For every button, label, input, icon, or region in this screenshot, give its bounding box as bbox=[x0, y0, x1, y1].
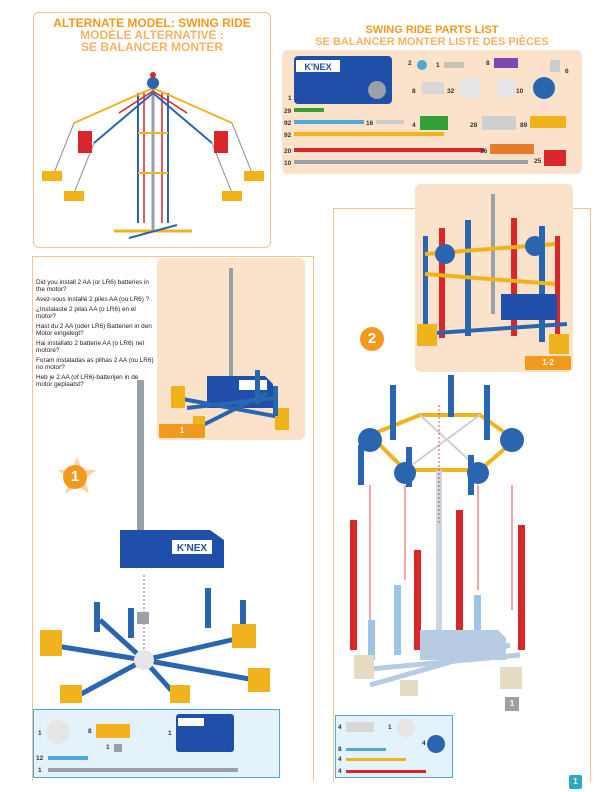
step1-parts-qty: 1 bbox=[106, 744, 110, 751]
battery-question-it: Hai installato 2 batterie AA (o LR6) nel… bbox=[36, 340, 156, 354]
step2-parts-qty: 8 bbox=[338, 746, 342, 753]
step2-parts-qty: 4 bbox=[338, 724, 342, 731]
parts-list-illustration: K'NEX bbox=[282, 50, 582, 174]
parts-qty: 16 bbox=[480, 148, 487, 155]
step2-inset: 1-2 bbox=[415, 184, 573, 372]
parts-qty: 8 bbox=[486, 60, 490, 67]
parts-qty: 8 bbox=[412, 88, 416, 95]
parts-qty: 92 bbox=[284, 120, 291, 127]
battery-question: Did you install 2 AA (or LR6) batteries … bbox=[36, 279, 156, 391]
parts-list-title-en: SWING RIDE PARTS LIST bbox=[282, 24, 582, 36]
step2-frame-edge bbox=[578, 208, 591, 782]
step1-parts-illustration bbox=[34, 710, 281, 779]
step1-parts-qty: 8 bbox=[88, 728, 92, 735]
parts-list-panel: K'NEX 1 2 1 8 6 8 32 10 29 92 16 4 28 89… bbox=[282, 50, 582, 174]
parts-qty: 28 bbox=[470, 122, 477, 129]
step2-inset-illustration bbox=[415, 184, 573, 372]
parts-qty: 1 bbox=[436, 62, 440, 69]
parts-qty: 32 bbox=[447, 88, 454, 95]
battery-question-en: Did you install 2 AA (or LR6) batteries … bbox=[36, 279, 156, 293]
step1-motor-brand: K'NEX bbox=[177, 543, 207, 554]
alternate-model-panel: ALTERNATE MODEL: SWING RIDE MODÈLE ALTER… bbox=[33, 12, 271, 248]
battery-question-pt: Foram instaladas as pilhas 2 AA (ou LR6)… bbox=[36, 357, 156, 371]
step2-parts-qty: 4 bbox=[338, 756, 342, 763]
battery-question-fr: Avez-vous installé 2 piles AA (ou LR6) ? bbox=[36, 296, 156, 303]
step1-callout: 1 bbox=[128, 622, 132, 629]
parts-qty: 92 bbox=[284, 132, 291, 139]
parts-qty: 6 bbox=[565, 68, 569, 75]
battery-question-es: ¿Instalaste 2 pilas AA (o LR6) en el mot… bbox=[36, 306, 156, 320]
step1-main-illustration: K'NEX bbox=[40, 380, 300, 705]
battery-question-de: Hast du 2 AA (oder LR6) Batterien in den… bbox=[36, 323, 156, 337]
step1-frame-edge bbox=[306, 256, 314, 781]
step2-parts-box: 4 1 4 8 4 4 bbox=[335, 715, 453, 778]
step2-inset-tag: 1-2 bbox=[525, 356, 571, 370]
parts-list-title: SWING RIDE PARTS LIST SE BALANCER MONTER… bbox=[282, 24, 582, 48]
step2-parts-qty: 4 bbox=[422, 740, 426, 747]
step2-parts-qty: 1 bbox=[388, 724, 392, 731]
step2-number: 2 bbox=[360, 327, 384, 351]
page-number: 1 bbox=[569, 775, 582, 789]
parts-qty: 10 bbox=[284, 160, 291, 167]
step1-parts-qty: 1 bbox=[38, 730, 42, 737]
step2-parts-illustration bbox=[336, 716, 454, 779]
parts-qty: 10 bbox=[516, 88, 523, 95]
parts-list-title-fr: SE BALANCER MONTER LISTE DES PIÈCES bbox=[282, 36, 582, 48]
parts-qty: 4 bbox=[412, 122, 416, 129]
parts-qty: 25 bbox=[534, 158, 541, 165]
parts-qty: 20 bbox=[284, 148, 291, 155]
parts-motor-brand: K'NEX bbox=[304, 62, 331, 72]
step1-parts-qty: 1 bbox=[168, 730, 172, 737]
parts-qty: 89 bbox=[520, 122, 527, 129]
step2-main-illustration bbox=[350, 375, 530, 700]
parts-qty: 2 bbox=[408, 60, 412, 67]
step2-sub-tag: 1 bbox=[505, 697, 519, 711]
step2-parts-qty: 4 bbox=[338, 768, 342, 775]
parts-qty-motor: 1 bbox=[288, 95, 292, 102]
parts-qty: 16 bbox=[366, 120, 373, 127]
step1-parts-qty: 12 bbox=[36, 755, 43, 762]
parts-qty: 29 bbox=[284, 108, 291, 115]
step1-parts-qty: 1 bbox=[38, 767, 42, 774]
swing-ride-illustration bbox=[34, 13, 272, 249]
step1-parts-box: 1 8 1 12 1 1 bbox=[33, 709, 280, 778]
